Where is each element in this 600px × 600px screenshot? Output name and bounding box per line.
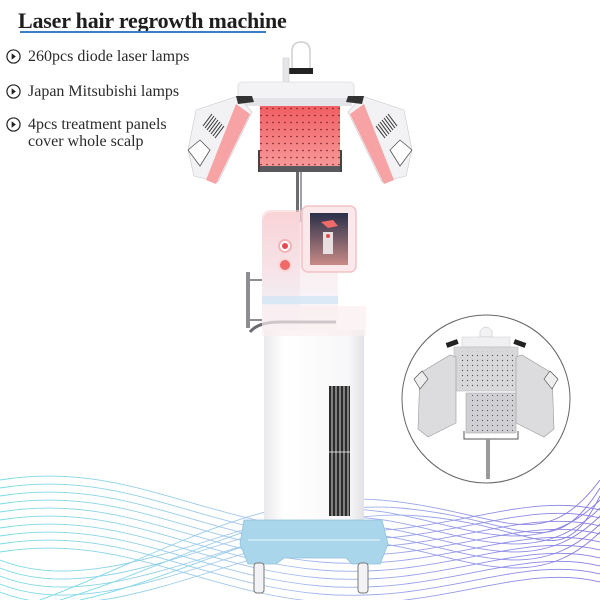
- title-underline: [20, 31, 266, 33]
- feature-text: Japan Mitsubishi lamps: [28, 83, 180, 100]
- panels-closeup-inset: [401, 314, 571, 484]
- page-title: Laser hair regrowth machine: [18, 8, 287, 33]
- circle-chevron-right-icon: [6, 49, 21, 64]
- feature-list: 260pcs diode laser lamps Japan Mitsubish…: [6, 48, 189, 168]
- feature-text: 260pcs diode laser lamps: [28, 48, 190, 65]
- feature-item: 260pcs diode laser lamps: [6, 48, 189, 65]
- feature-item: Japan Mitsubishi lamps: [6, 83, 189, 100]
- circle-chevron-right-icon: [6, 84, 21, 99]
- circle-chevron-right-icon: [6, 117, 21, 132]
